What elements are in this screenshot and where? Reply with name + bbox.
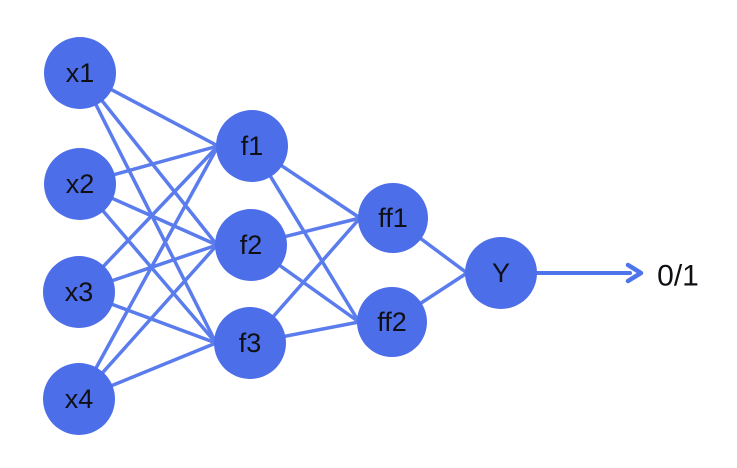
node-x2	[44, 148, 116, 220]
node-f2	[215, 209, 287, 281]
edge-x1-f3	[78, 71, 218, 345]
node-label-x2: x2	[66, 169, 95, 199]
output-value-label: 0/1	[657, 260, 699, 293]
node-ff1	[358, 183, 428, 253]
node-f1	[216, 110, 288, 182]
node-ff2	[357, 287, 427, 357]
node-label-Y: Y	[492, 258, 510, 288]
node-label-x3: x3	[65, 277, 94, 307]
node-label-ff1: ff1	[378, 203, 408, 233]
edge-x1-f2	[78, 71, 219, 247]
node-label-x4: x4	[65, 384, 94, 414]
node-Y	[465, 237, 537, 309]
node-f3	[214, 307, 286, 379]
node-x4	[43, 363, 115, 435]
edge-x4-f1	[77, 144, 220, 401]
node-x3	[43, 256, 115, 328]
node-label-f1: f1	[241, 131, 264, 161]
output-arrow-head-icon	[625, 262, 644, 284]
node-label-x1: x1	[66, 58, 95, 88]
node-label-f3: f3	[239, 328, 262, 358]
node-label-f2: f2	[240, 230, 263, 260]
node-x1	[44, 37, 116, 109]
node-label-ff2: ff2	[377, 307, 407, 337]
